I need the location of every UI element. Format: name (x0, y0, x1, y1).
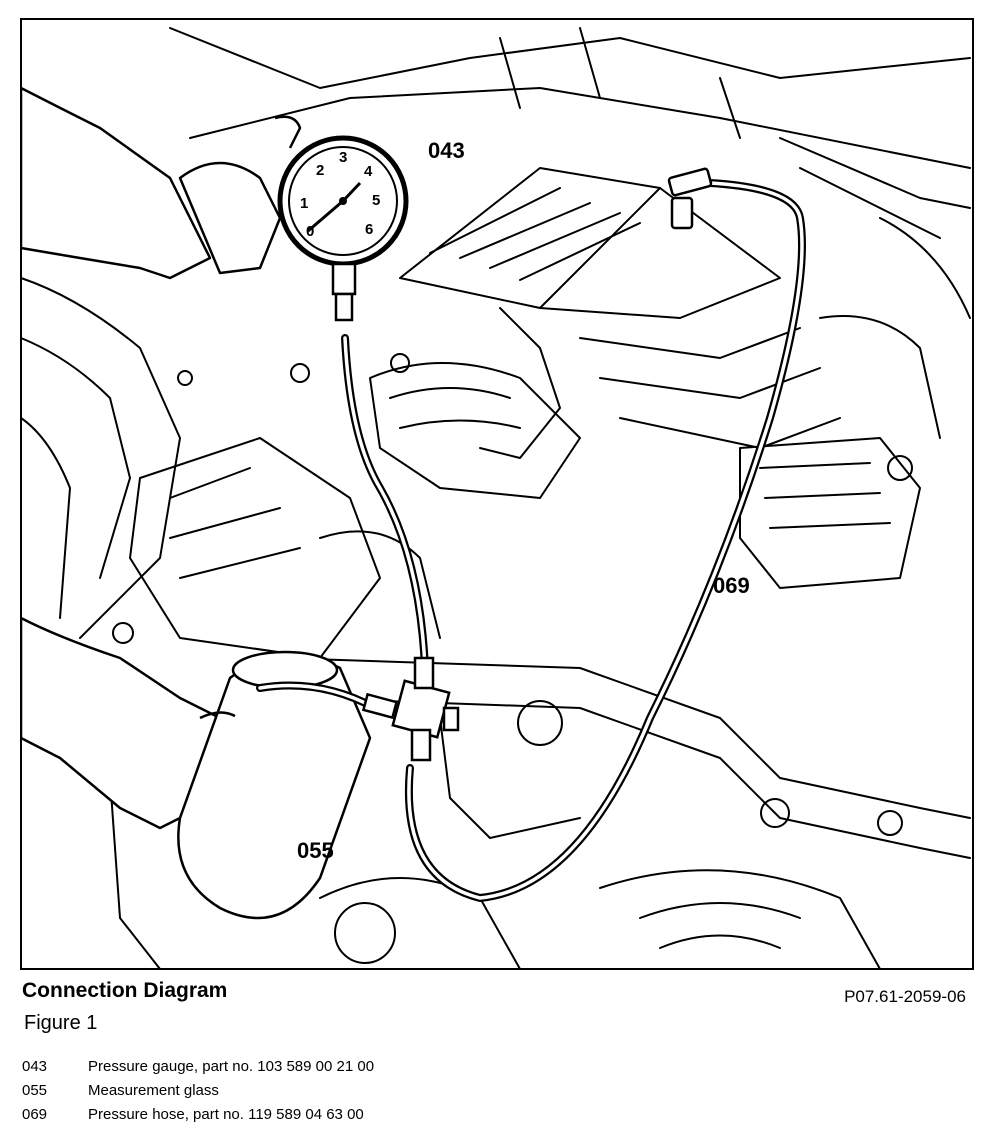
pressure-hose (256, 179, 806, 903)
caption-subtitle: Figure 1 (24, 1012, 98, 1034)
figure-reference-code: P07.61-2059-06 (844, 987, 966, 1006)
legend-item: 043 Pressure gauge, part no. 103 589 00 2… (22, 1055, 374, 1079)
hand-holding-glass (20, 616, 232, 830)
gauge-scale-3: 3 (339, 149, 347, 166)
legend-number: 069 (22, 1106, 48, 1123)
caption-title: Connection Diagram (22, 979, 228, 1002)
gauge-scale-1: 1 (300, 195, 308, 212)
legend-number: 055 (22, 1082, 48, 1099)
legend-number: 043 (22, 1058, 48, 1075)
hose-connector (667, 167, 713, 230)
gauge-scale-5: 5 (372, 192, 380, 209)
tee-fitting (361, 656, 460, 762)
parts-legend: 043 Pressure gauge, part no. 103 589 00 2… (22, 1055, 374, 1127)
gauge-scale-6: 6 (365, 221, 373, 238)
connection-diagram-illustration: 0 1 2 3 4 5 6 043 069 055 (20, 18, 974, 970)
callout-hose: 069 (713, 573, 750, 598)
gauge-scale-4: 4 (364, 163, 373, 180)
legend-text: Pressure gauge, part no. 103 589 00 21 0… (88, 1058, 375, 1075)
callout-gauge: 043 (428, 138, 465, 163)
legend-item: 055 Measurement glass (22, 1079, 374, 1103)
callout-glass: 055 (297, 838, 334, 863)
gauge-scale-2: 2 (316, 162, 324, 179)
gauge-scale-0: 0 (306, 223, 314, 240)
legend-item: 069 Pressure hose, part no. 119 589 04 63… (22, 1103, 374, 1127)
pressure-gauge: 0 1 2 3 4 5 6 (277, 135, 409, 322)
legend-text: Pressure hose, part no. 119 589 04 63 00 (88, 1106, 364, 1123)
hand-holding-gauge (20, 86, 302, 280)
engine-bay-linework (20, 27, 971, 970)
legend-text: Measurement glass (88, 1082, 219, 1099)
